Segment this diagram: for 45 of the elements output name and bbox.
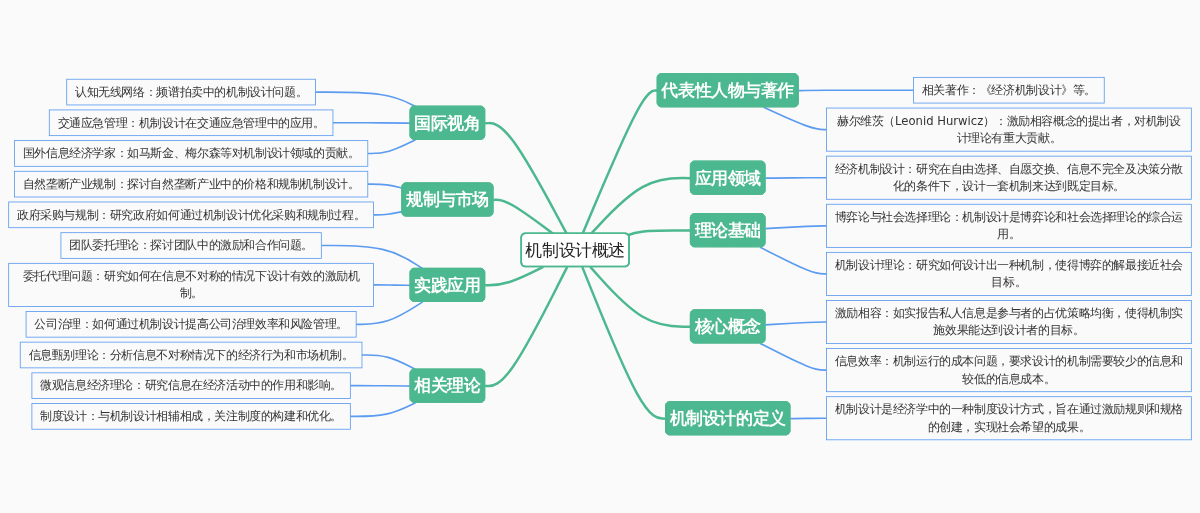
connector xyxy=(355,300,424,325)
node-box: 赫尔维茨（Leonid Hurwicz）：激励相容概念的提出者，对机制设计理论有重大贡献。 xyxy=(826,107,1192,152)
connector xyxy=(589,265,691,328)
connector xyxy=(759,246,828,275)
connector xyxy=(372,210,403,216)
connector xyxy=(349,401,417,417)
connector xyxy=(764,321,828,326)
connector xyxy=(797,89,915,92)
node-box: 相关著作：《经济机制设计》等。 xyxy=(913,76,1105,104)
connector xyxy=(485,121,568,235)
connector xyxy=(366,138,417,155)
connector xyxy=(332,121,412,124)
connector xyxy=(759,342,828,371)
connector xyxy=(627,229,691,236)
connector xyxy=(764,176,828,179)
connector xyxy=(762,106,828,131)
node-box: 信息效率：机制运行的成本问题，要求设计的机制需要较少的信息和较低的信息成本。 xyxy=(826,347,1192,392)
node-box: 机制设计是经济学中的一种制度设计方式，旨在通过激励规则和规格的创建，实现社会希望的成果。 xyxy=(826,396,1192,440)
connector xyxy=(372,283,412,286)
node-box: 机制设计理论：研究如何设计出一种机制，使得博弈的解最接近社会目标。 xyxy=(826,251,1192,296)
node-box: 制度设计：与机制设计相辅相成，关注制度的构建和优化。 xyxy=(31,402,351,430)
node-box: 国外信息经济学家：如马斯金、梅尔森等对机制设计领域的贡献。 xyxy=(14,139,369,167)
connector xyxy=(590,176,691,235)
connector xyxy=(320,244,424,270)
connector xyxy=(349,384,412,387)
node-box: 经济机制设计：研究在自由选择、自愿交换、信息不完全及决策分散化的条件下，设计一套机制来达到既定目标。 xyxy=(826,155,1192,200)
connector xyxy=(789,417,828,420)
node-box: 认知无线网络：频谱拍卖中的机制设计问题。 xyxy=(66,78,316,106)
node-box: 交通应急管理：机制设计在交通应急管理中的应用。 xyxy=(48,109,334,136)
node-box: 信息甄别理论：分析信息不对称情况下的经济行为和市场机制。 xyxy=(19,341,363,369)
connector xyxy=(485,265,544,287)
node-box: 团队委托理论：探讨团队中的激励和合作问题。 xyxy=(60,232,322,259)
node-box: 政府采购与规制：研究政府如何通过机制设计优化采购和规制过程。 xyxy=(8,201,374,228)
node-box: 微观信息经济理论：研究信息在经济活动中的作用和影响。 xyxy=(31,372,351,399)
node-box: 自然垄断产业规制：探讨自然垄断产业中的价格和规制机制设计。 xyxy=(14,170,369,198)
node-box: 公司治理：如何通过机制设计提高公司治理效率和风险管理。 xyxy=(25,310,357,338)
node-box: 委托代理问题：研究如何在信息不对称的情况下设计有效的激励机制。 xyxy=(8,262,374,307)
connector xyxy=(764,224,828,230)
node-box: 博弈论与社会选择理论：机制设计是博弈论和社会选择理论的综合运用。 xyxy=(826,203,1192,248)
connector xyxy=(581,89,658,234)
connector xyxy=(485,266,569,388)
connector xyxy=(366,183,403,189)
connector xyxy=(581,266,666,420)
connector xyxy=(493,198,554,235)
node-box: 激励相容：如实报告私人信息是参与者的占优策略均衡，使得机制实施效果能达到设计者的目标。 xyxy=(826,299,1192,344)
